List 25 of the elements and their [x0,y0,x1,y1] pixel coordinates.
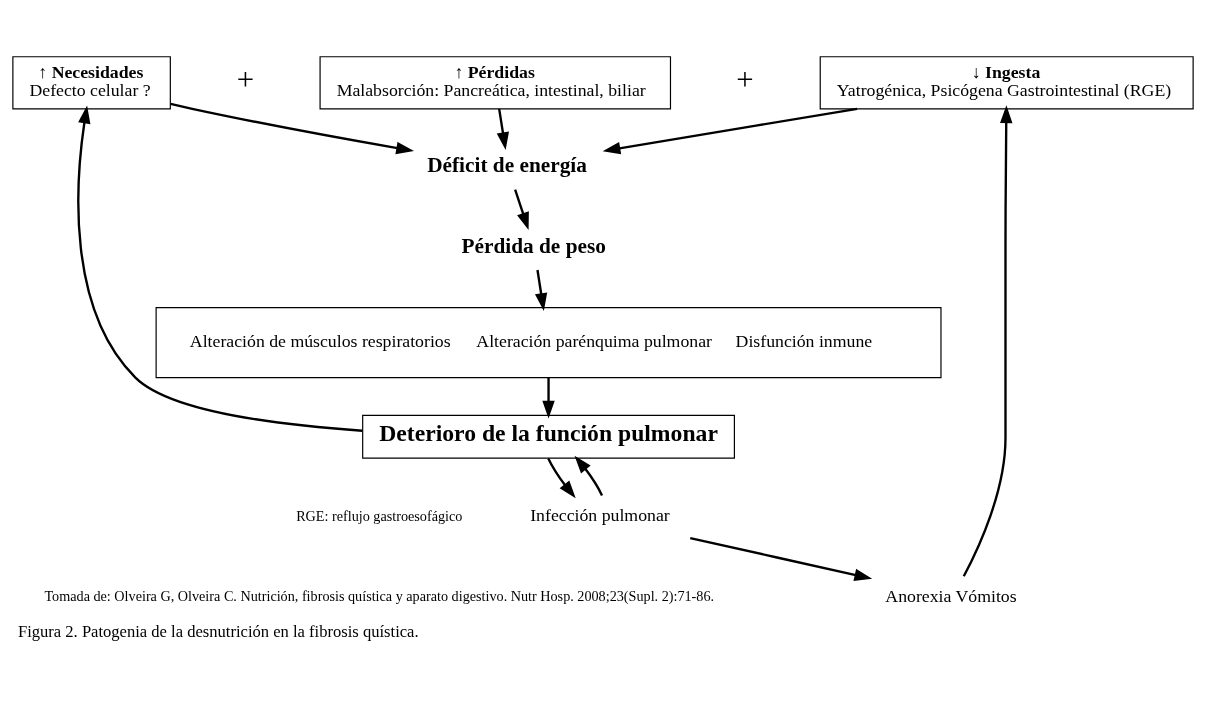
node-box: Deterioro de la función pulmonar [362,414,735,459]
arrow [542,377,555,419]
label: Tomada de: Olveira G, Olveira C. Nutrición, fibrosis quística y aparato digestivo. Nutr Hosp. 2008;23(Supl. 2):71-86. [44,588,715,605]
node-box: ↑ Pérdidas Malabsorción: Pancreática, intestinal, biliar [319,56,672,110]
node-text: Pérdida de peso [461,233,606,258]
arrow [514,189,529,231]
arrow [496,108,510,150]
node-box: Alteración de músculos respiratorios Alteración parénquima pulmonar Disfunción inmune [155,307,942,379]
label: + [236,63,255,98]
node-text: Infección pulmonar [530,505,670,526]
arrow [77,105,363,432]
caption: Figura 2. Patogenia de la desnutrición en la fibrosis quística. [17,622,419,642]
label: RGE: reflujo gastroesofágico [296,507,463,524]
node-text: Déficit de energía [427,153,587,178]
arrow [689,536,873,581]
label: + [736,63,754,98]
arrow [547,457,576,499]
arrow [170,102,414,155]
arrow [602,107,858,155]
arrow [574,455,604,496]
node-box: ↑ Necesidades Defecto celular ? [12,56,171,110]
arrow [962,105,1013,577]
arrow [534,269,548,311]
node-box: ↓ Ingesta Yatrogénica, Psicógena Gastrointestinal (RGE) [819,56,1194,110]
node-text: Anorexia Vómitos [885,585,1017,606]
